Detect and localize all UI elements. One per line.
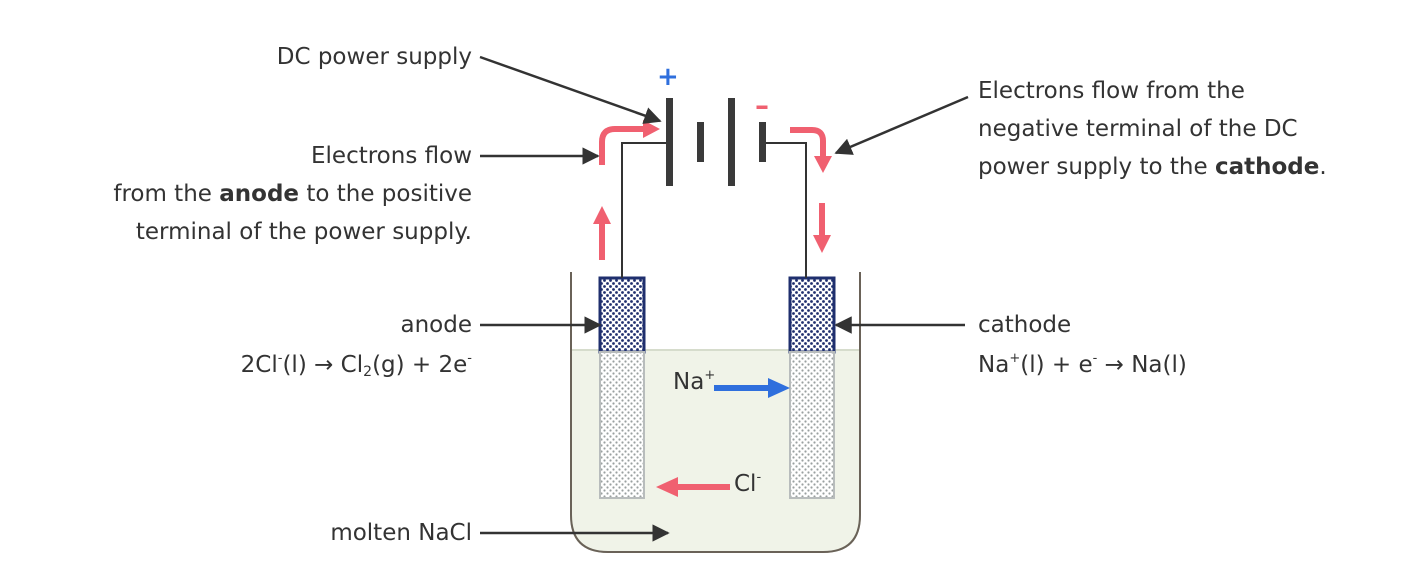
negative-terminal-sign: – bbox=[755, 89, 769, 122]
cathode-electrode-immersed bbox=[789, 351, 835, 499]
cathode-equation: Na+(l) + e- → Na(l) bbox=[978, 351, 1187, 378]
container-walls bbox=[570, 272, 861, 553]
electrons-anode-caption: Electrons flow from the anode to the pos… bbox=[113, 143, 472, 245]
anode-electrode-immersed bbox=[599, 351, 645, 499]
positive-terminal-sign: + bbox=[657, 62, 679, 92]
electrons-cathode-caption: Electrons flow from the negative termina… bbox=[978, 78, 1327, 180]
chloride-ion-label: Cl- bbox=[734, 470, 762, 497]
battery-plate-4 bbox=[759, 122, 766, 162]
left-wire bbox=[621, 142, 668, 278]
sodium-ion-label: Na+ bbox=[673, 368, 716, 395]
anode-equation: 2Cl-(l) → Cl2(g) + 2e- bbox=[240, 351, 472, 380]
molten-nacl-label: molten NaCl bbox=[330, 520, 472, 546]
right-wire bbox=[760, 142, 807, 278]
electron-flow-arrows bbox=[593, 120, 832, 260]
battery-plate-1 bbox=[666, 98, 673, 186]
anode-electrode-top bbox=[598, 276, 646, 354]
cathode-label: cathode bbox=[978, 312, 1072, 338]
ion-arrows bbox=[656, 378, 790, 497]
battery-plate-3 bbox=[728, 98, 735, 186]
leader-arrows bbox=[479, 55, 969, 542]
battery-plate-2 bbox=[697, 122, 704, 162]
cathode-electrode-top bbox=[788, 276, 836, 354]
anode-label: anode bbox=[400, 312, 473, 338]
dc-power-supply-label: DC power supply bbox=[276, 44, 472, 70]
